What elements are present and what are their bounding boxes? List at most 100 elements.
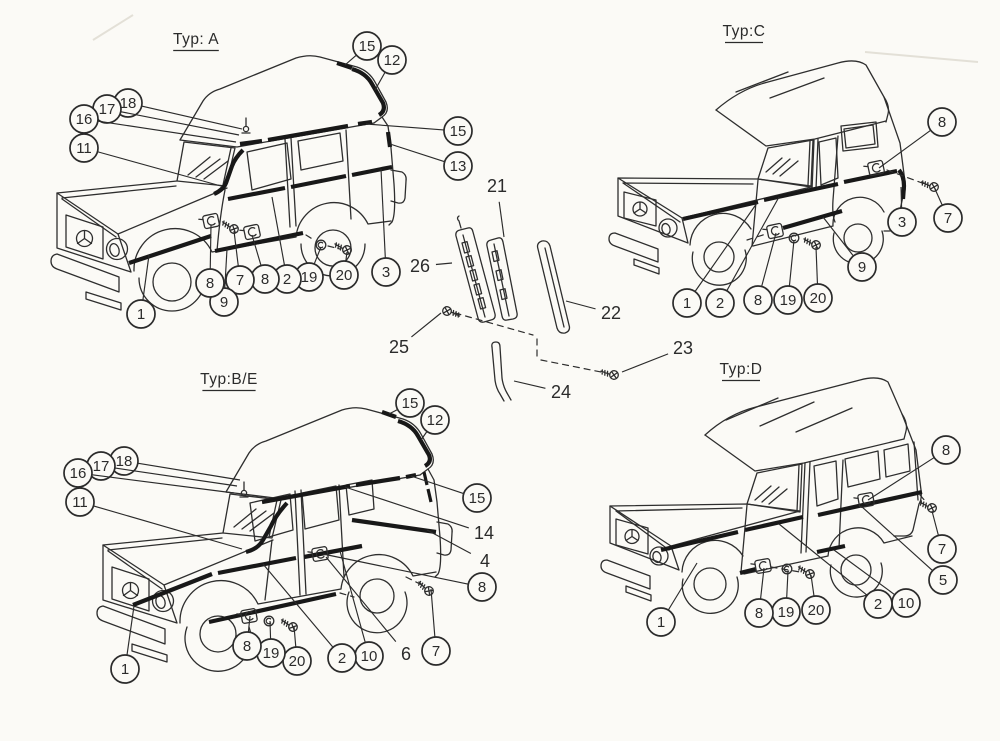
view-label-text: Typ:D: [720, 361, 763, 378]
callout-number: 20: [808, 602, 825, 619]
callout-7: 7: [933, 188, 963, 233]
leader-line: [778, 523, 868, 596]
leader-line: [822, 216, 854, 256]
callout-11: 11: [65, 487, 243, 550]
callout-number: 12: [427, 412, 444, 429]
leader-line: [389, 143, 445, 163]
part-26-louvre-strip: [455, 215, 496, 323]
leader-line: [115, 467, 238, 487]
callout-22: 22: [565, 300, 621, 323]
leader-line: [344, 486, 469, 529]
screw-icon: [219, 218, 241, 236]
callout-number: 17: [99, 101, 116, 118]
callout-12: 12: [420, 405, 450, 441]
scan-artifact: [864, 51, 979, 63]
callout-circle: [931, 435, 961, 465]
view-label-text: Typ:C: [723, 23, 766, 40]
view-label-typ-a: Typ: A: [173, 31, 219, 52]
callout-circle: [352, 31, 382, 61]
speed-nut-icon: [263, 615, 275, 627]
callout-15: 15: [365, 116, 473, 146]
callout-7: 7: [927, 510, 957, 564]
callout-26: 26: [410, 256, 453, 276]
callout-number: 19: [778, 604, 795, 621]
callout-7: 7: [421, 588, 451, 666]
callout-15: 15: [410, 475, 492, 513]
callout-3: 3: [371, 168, 401, 287]
leader-line: [92, 474, 235, 494]
callout-12: 12: [374, 45, 407, 91]
callout-2: 2: [262, 563, 357, 673]
callout-number: 4: [480, 551, 490, 571]
callout-number: 20: [289, 653, 306, 670]
part-21-louvre-strip: [486, 237, 518, 321]
callout-number: 25: [389, 337, 409, 357]
callout-8: 8: [744, 567, 774, 628]
typ-c-body-outline: [608, 60, 906, 286]
callout-number: 15: [450, 123, 467, 140]
callout-number: 8: [755, 605, 763, 622]
callout-11: 11: [69, 133, 222, 187]
leader-line: [209, 224, 212, 269]
callout-circle: [126, 299, 156, 329]
callout-number: 20: [810, 290, 827, 307]
callout-circle: [443, 116, 473, 146]
leader-line: [426, 529, 472, 554]
leader-line: [138, 462, 241, 481]
leader-line: [900, 186, 903, 208]
leader-line: [121, 111, 240, 136]
callout-21: 21: [487, 176, 507, 238]
leader-line: [726, 196, 780, 291]
callout-number: 2: [283, 271, 291, 288]
screw-icon: [332, 240, 354, 257]
callout-circle: [225, 265, 255, 295]
screw-icon: [278, 616, 300, 634]
leader-line: [262, 563, 334, 648]
leader-line: [867, 457, 935, 501]
leader-line: [325, 556, 397, 643]
callout-24: 24: [513, 380, 571, 402]
leader-line: [410, 475, 464, 494]
leader-line: [435, 262, 453, 266]
callout-number: 20: [336, 267, 353, 284]
callout-circle: [847, 252, 877, 282]
callout-6: 6: [325, 556, 411, 664]
callout-number: 18: [120, 95, 137, 112]
callout-20: 20: [803, 246, 833, 313]
callout-number: 19: [780, 292, 797, 309]
callout-circle: [69, 104, 99, 134]
callout-number: 16: [76, 111, 93, 128]
leader-line: [761, 232, 777, 287]
callout-number: 8: [938, 114, 946, 131]
leader-line: [810, 574, 815, 596]
callout-25: 25: [389, 312, 442, 357]
leader-line: [934, 188, 943, 206]
callout-number: 17: [93, 458, 110, 475]
leader-line: [380, 168, 386, 258]
callout-circle: [743, 285, 773, 315]
vehicle-typ-be: [96, 407, 453, 672]
leader-line: [411, 312, 442, 338]
leader-line: [98, 120, 237, 143]
callout-3: 3: [887, 186, 917, 237]
antenna-icon: [241, 117, 251, 134]
callout-23: 23: [621, 338, 693, 373]
leader-line: [668, 562, 698, 610]
callout-circle: [462, 483, 492, 513]
view-label-typ-be: Typ:B/E: [200, 371, 257, 392]
leader-line: [786, 570, 789, 598]
screw-icon: [599, 367, 620, 381]
callout-8: 8: [867, 435, 961, 501]
callout-number: 9: [220, 294, 228, 311]
callout-circle: [69, 133, 99, 163]
leader-line: [860, 505, 933, 571]
callout-1: 1: [110, 605, 140, 684]
callout-number: 8: [243, 638, 251, 655]
callout-20: 20: [282, 625, 312, 676]
callout-2: 2: [705, 196, 780, 318]
callout-number: 7: [236, 272, 244, 289]
typ-a-dashed-links: [305, 234, 341, 250]
callout-20: 20: [329, 251, 359, 290]
leader-line: [344, 55, 357, 66]
